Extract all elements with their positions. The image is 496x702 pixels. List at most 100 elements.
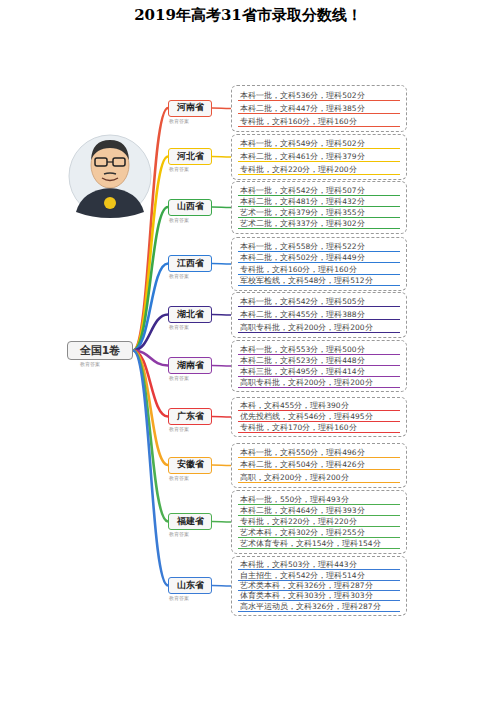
watermark: 教育答案 [169, 273, 189, 279]
score-line: 本科二批，文科455分，理科388分 [238, 310, 400, 320]
topic-label: 河南省 [177, 102, 204, 114]
score-line: 艺术类本科，文科326分，理科287分 [238, 581, 400, 591]
watermark: 教育答案 [169, 531, 189, 537]
avatar-mouth [102, 178, 118, 181]
topic-label: 湖北省 [177, 309, 204, 321]
score-line: 本科一批，文科549分，理科502分 [238, 139, 400, 149]
score-line: 专科批，文科160分，理科160分 [238, 117, 400, 127]
score-group: 本科一批，550分，理科493分本科二批，文科464分，理科393分专科批，文科… [231, 490, 407, 554]
score-line: 本科批，文科503分，理科443分 [238, 560, 400, 570]
sub-branch-line [212, 206, 231, 208]
score-line: 高职，文科200分，理科200分 [238, 473, 400, 483]
sub-branch-line [212, 156, 231, 158]
watermark: 教育答案 [169, 475, 189, 481]
score-group: 本科一批，文科550分，理科496分本科二批，文科504分，理科426分高职，文… [231, 443, 407, 488]
score-line: 本科二批，文科447分，理科385分 [238, 104, 400, 114]
score-line: 优先投档线，文科546分，理科495分 [238, 412, 400, 422]
branch-line [133, 351, 168, 522]
topic-label: 山东省 [177, 580, 204, 592]
score-line: 本科三批，文科495分，理科414分 [238, 367, 400, 377]
avatar-glasses-bridge [107, 161, 113, 162]
score-line: 本科二批，文科504分，理科426分 [238, 460, 400, 470]
score-group: 本科一批，文科536分，理科502分本科二批，文科447分，理科385分专科批，… [231, 85, 407, 132]
topic-label: 湖南省 [177, 360, 204, 372]
watermark: 教育答案 [169, 595, 189, 601]
topic-label: 山西省 [177, 201, 204, 213]
score-line: 专科批，文科160分，理科160分 [238, 265, 400, 275]
province-topic: 湖南省 [168, 357, 212, 374]
score-line: 本科二批，文科464分，理科393分 [238, 506, 400, 516]
score-line: 艺术二批，文科337分，理科302分 [238, 219, 400, 229]
sub-branch-line [212, 314, 231, 316]
score-line: 本科一批，文科558分，理科522分 [238, 242, 400, 252]
province-topic: 河北省 [168, 148, 212, 165]
province-topic: 河南省 [168, 100, 212, 117]
sub-branch-line [212, 263, 231, 265]
avatar-shirt-logo [104, 197, 116, 209]
province-topic: 山东省 [168, 577, 212, 594]
score-line: 高职专科批，文科200分，理科200分 [238, 378, 400, 388]
branch-line [133, 264, 168, 351]
score-line: 本科，文科455分，理科390分 [238, 401, 400, 411]
score-group: 本科一批，文科558分，理科522分本科二批，文科502分，理科449分专科批，… [231, 237, 407, 291]
topic-label: 江西省 [177, 258, 204, 270]
watermark: 教育答案 [169, 375, 189, 381]
root-topic: 全国1卷 [67, 341, 133, 360]
score-group: 本科一批，文科553分，理科500分本科二批，文科523分，理科448分本科三批… [231, 340, 407, 392]
branch-line [133, 157, 168, 351]
score-line: 高水平运动员，文科326分，理科287分 [238, 602, 400, 612]
sub-branch-line [212, 585, 231, 587]
score-line: 军校军检线，文科548分，理科512分 [238, 276, 400, 286]
score-line: 本科一批，550分，理科493分 [238, 495, 400, 505]
page-title: 2019年高考31省市录取分数线！ [0, 6, 496, 25]
sub-branch-line [212, 365, 231, 367]
score-group: 本科一批，文科542分，理科507分本科二批，文科481分，理科432分艺术一批… [231, 181, 407, 234]
branch-line [133, 351, 168, 586]
score-line: 专科批，文科220分，理科220分 [238, 517, 400, 527]
sub-branch-line [212, 464, 231, 466]
watermark: 教育答案 [169, 324, 189, 330]
province-topic: 广东省 [168, 408, 212, 425]
score-line: 艺术体育专科，文科154分，理科154分 [238, 539, 400, 549]
score-line: 本科一批，文科536分，理科502分 [238, 91, 400, 101]
province-topic: 福建省 [168, 513, 212, 530]
branch-line [133, 108, 168, 351]
province-topic: 江西省 [168, 255, 212, 272]
score-group: 本科，文科455分，理科390分优先投档线，文科546分，理科495分专科批，文… [231, 397, 407, 437]
avatar-illustration [69, 135, 151, 218]
sub-branch-line [212, 107, 231, 109]
score-group: 本科批，文科503分，理科443分自主招生，文科542分，理科514分艺术类本科… [231, 556, 407, 616]
score-line: 本科一批，文科550分，理科496分 [238, 448, 400, 458]
score-line: 本科一批，文科542分，理科505分 [238, 297, 400, 307]
topic-label: 全国1卷 [80, 343, 121, 358]
avatar-shirt [76, 188, 144, 218]
score-line: 本科二批，文科461分，理科379分 [238, 152, 400, 162]
branch-line [133, 315, 168, 351]
avatar-hair [91, 140, 129, 160]
score-line: 本科二批，文科481分，理科432分 [238, 197, 400, 207]
topic-label: 河北省 [177, 151, 204, 163]
avatar-glasses [113, 158, 125, 166]
score-line: 专科批，文科220分，理科200分 [238, 165, 400, 175]
score-line: 专科批，文科170分，理科160分 [238, 423, 400, 433]
province-topic: 湖北省 [168, 306, 212, 323]
score-line: 本科二批，文科502分，理科449分 [238, 253, 400, 263]
topic-label: 福建省 [177, 516, 204, 528]
watermark: 教育答案 [169, 426, 189, 432]
score-line: 艺术一批，文科379分，理科355分 [238, 208, 400, 218]
topic-label: 广东省 [177, 411, 204, 423]
topic-label: 安徽省 [177, 459, 204, 471]
score-group: 本科一批，文科542分，理科505分本科二批，文科455分，理科388分高职专科… [231, 292, 407, 338]
score-line: 本科一批，文科542分，理科507分 [238, 186, 400, 196]
avatar-moustache [104, 173, 116, 174]
sub-branch-line [212, 521, 231, 523]
avatar-glasses [95, 158, 107, 166]
watermark: 教育答案 [169, 217, 189, 223]
score-line: 高职专科批，文科200分，理科200分 [238, 323, 400, 333]
score-line: 本科一批，文科553分，理科500分 [238, 345, 400, 355]
province-topic: 安徽省 [168, 457, 212, 474]
score-line: 艺术本科，文科302分，理科255分 [238, 528, 400, 538]
avatar-background [69, 135, 151, 217]
watermark: 教育答案 [169, 118, 189, 124]
branch-line [133, 207, 168, 351]
